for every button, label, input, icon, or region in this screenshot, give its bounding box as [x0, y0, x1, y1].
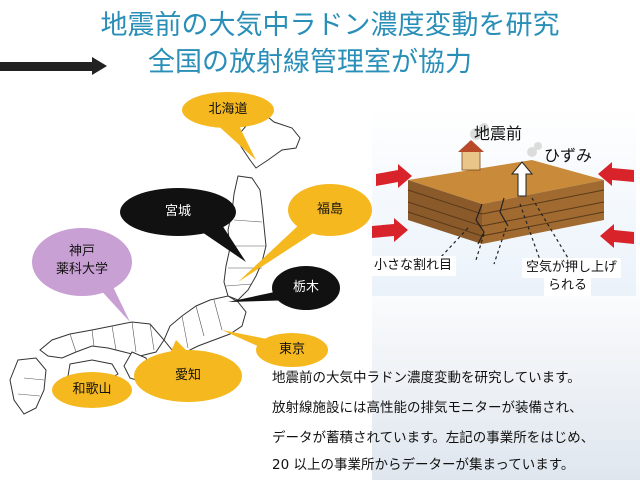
strain-arrow-right-bottom [600, 224, 634, 248]
title-line-1: 地震前の大気中ラドン濃度変動を研究 [100, 10, 560, 41]
label-miyagi: 宮城 [164, 204, 191, 219]
crack-lines [475, 197, 509, 245]
diagram-title: 地震前 [474, 124, 523, 143]
air-up-arrow [510, 161, 534, 197]
strain-arrow-left-bottom [372, 218, 408, 242]
title-accent-arrow [92, 57, 107, 75]
label-aichi: 愛知 [174, 368, 201, 383]
body-text-line-3: データが蓄積されています。左記の事業所をはじめ、 [272, 430, 595, 446]
prefecture-borders [17, 219, 266, 397]
strain-arrow-left-top [376, 164, 412, 188]
hokkaido-callout [182, 92, 274, 128]
caption-cracks: 小さな割れ目 [370, 256, 457, 276]
body-text-line-2: 放射線施設には高性能の排気モニターが装備され、 [272, 400, 583, 416]
kobe-callout [32, 228, 132, 296]
label-fukushima: 福島 [316, 202, 343, 217]
hokkaido-callout-tail [214, 120, 256, 160]
strain-arrow-right-top [598, 162, 634, 186]
fukushima-callout [288, 184, 372, 236]
ground-block-illustration [372, 123, 634, 265]
caption-air-line-2: られる [544, 276, 592, 296]
label-tochigi: 栃木 [292, 280, 319, 295]
fukushima-callout-tail [238, 222, 318, 282]
wakayama-callout [52, 372, 132, 408]
leader-lines [439, 197, 569, 265]
aichi-callout [134, 350, 242, 402]
diagram-subtitle: ひずみ [544, 146, 593, 165]
label-wakayama: 和歌山 [72, 382, 112, 397]
earthquake-diagram-panel: 地震前 ひずみ 小さな割れ目 空気が押し上げ られる [370, 108, 636, 296]
tochigi-callout [272, 266, 340, 310]
house-roof [458, 140, 484, 152]
body-text-line-4: 20 以上の事業所からデーターが集まっています。 [272, 457, 575, 473]
title-line-2: 全国の放射線管理室が協力 [148, 47, 472, 78]
kyushu-shape [9, 357, 47, 415]
caption-air-line-1: 空気が押し上げ [522, 258, 622, 278]
block-top [408, 160, 604, 204]
label-kobe-line-1: 神戸 [68, 244, 95, 259]
body-text-line-1: 地震前の大気中ラドン濃度変動を研究しています。 [272, 370, 581, 386]
title-accent-bar [0, 62, 92, 71]
label-tokyo: 東京 [278, 342, 305, 357]
miyagi-callout [120, 188, 236, 236]
house-body [461, 149, 481, 171]
tokyo-callout [256, 333, 328, 367]
smoke-puffs [470, 123, 542, 157]
label-hokkaido: 北海道 [208, 102, 248, 117]
label-kobe-line-2: 薬科大学 [55, 262, 108, 277]
